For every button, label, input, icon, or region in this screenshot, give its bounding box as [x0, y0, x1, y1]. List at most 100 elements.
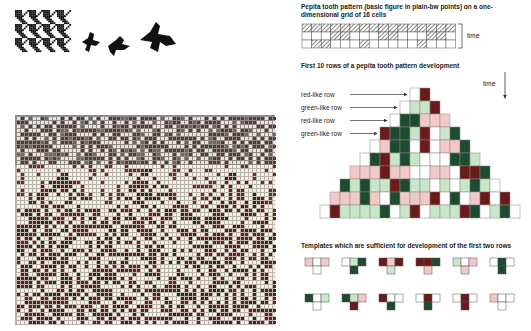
stitch: [129, 117, 132, 120]
pixel: [59, 42, 61, 44]
stitch: [45, 125, 48, 128]
stitch: [113, 169, 116, 172]
stitch: [117, 193, 120, 196]
stitch: [249, 169, 252, 172]
stitch: [21, 197, 24, 200]
stitch: [177, 117, 180, 120]
stitch: [33, 117, 36, 120]
pixel: [20, 42, 22, 44]
stitch: [165, 193, 168, 196]
stitch: [181, 157, 184, 160]
stitch: [141, 193, 144, 196]
stitch: [253, 149, 256, 152]
stitch: [157, 145, 160, 148]
pixel: [22, 43, 24, 45]
stitch: [233, 137, 236, 140]
stitch: [237, 205, 240, 208]
pixel: [26, 12, 28, 14]
stitch: [153, 193, 156, 196]
stitch: [209, 153, 212, 156]
stitch: [189, 121, 192, 124]
stitch: [61, 157, 64, 160]
stitch: [265, 125, 268, 128]
stitch: [201, 161, 204, 164]
stitch: [65, 201, 68, 204]
stitch: [73, 141, 76, 144]
stitch: [73, 153, 76, 156]
stitch: [205, 137, 208, 140]
stitch: [241, 161, 244, 164]
pixel: [22, 22, 24, 24]
pixel: [33, 40, 35, 42]
pixel: [66, 42, 68, 44]
stitch: [133, 177, 136, 180]
stitch: [105, 117, 108, 120]
stitch: [109, 153, 112, 156]
stitch: [237, 181, 240, 184]
stitch: [149, 161, 152, 164]
stitch: [173, 157, 176, 160]
stitch: [41, 185, 44, 188]
stitch: [21, 145, 24, 148]
stitch: [185, 193, 188, 196]
stitch: [109, 189, 112, 192]
stitch: [249, 185, 252, 188]
stitch: [269, 201, 272, 204]
stitch: [89, 165, 92, 168]
stitch: [137, 165, 140, 168]
stitch: [97, 201, 100, 204]
stitch: [225, 125, 228, 128]
stitch: [29, 177, 32, 180]
stitch: [217, 125, 220, 128]
stitch: [133, 173, 136, 176]
stitch: [161, 161, 164, 164]
stitch: [53, 197, 56, 200]
stitch: [205, 169, 208, 172]
stitch: [157, 205, 160, 208]
stitch: [225, 177, 228, 180]
pixel: [17, 31, 19, 33]
pixel: [61, 17, 63, 19]
stitch: [65, 133, 68, 136]
stitch: [189, 129, 192, 132]
stitch: [145, 209, 148, 212]
pixel: [15, 24, 17, 26]
stitch: [185, 177, 188, 180]
stitch: [69, 153, 72, 156]
stitch: [105, 149, 108, 152]
pixel: [57, 12, 59, 14]
stitch: [229, 189, 232, 192]
pixel: [57, 40, 59, 42]
stitch: [257, 201, 260, 204]
stitch: [121, 129, 124, 132]
stitch: [85, 149, 88, 152]
pixel: [41, 24, 43, 26]
stitch: [21, 205, 24, 208]
stitch: [229, 201, 232, 204]
stitch: [121, 209, 124, 212]
stitch: [197, 157, 200, 160]
stitch: [45, 153, 48, 156]
pixel: [33, 26, 35, 28]
stitch: [221, 161, 224, 164]
stitch: [201, 177, 204, 180]
stitch: [225, 141, 228, 144]
stitch: [197, 181, 200, 184]
pixel: [34, 10, 36, 12]
stitch: [101, 177, 104, 180]
stitch: [237, 153, 240, 156]
stitch: [25, 185, 28, 188]
stitch: [269, 141, 272, 144]
pixel: [38, 49, 40, 51]
pixel: [36, 43, 38, 45]
stitch: [201, 213, 204, 216]
stitch: [97, 177, 100, 180]
stitch: [205, 209, 208, 212]
stitch: [81, 121, 84, 124]
stitch: [197, 173, 200, 176]
stitch: [105, 137, 108, 140]
stitch: [21, 129, 24, 132]
pixel: [36, 22, 38, 24]
stitch: [121, 201, 124, 204]
stitch: [97, 161, 100, 164]
